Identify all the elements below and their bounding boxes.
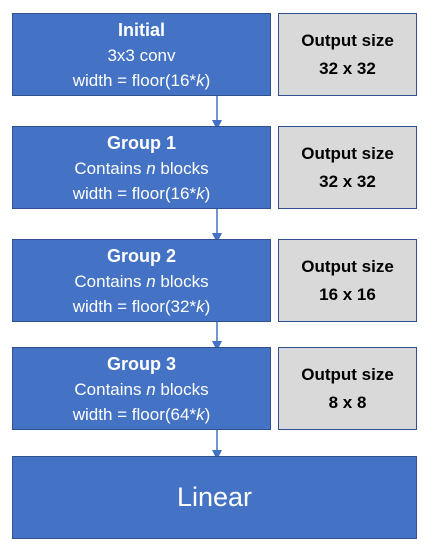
output-size-label: Output size (301, 256, 394, 276)
stage-title: Initial (117, 19, 165, 40)
output-size-value: 8 x 8 (328, 392, 367, 412)
output-size-box-group2: Output size 16 x 16 (278, 239, 417, 322)
output-size-box-group1: Output size 32 x 32 (278, 126, 417, 209)
stage-block-count: Contains n blocks (74, 379, 209, 399)
stage-width: width = floor(32*k) (72, 296, 211, 316)
output-size-label: Output size (301, 143, 394, 163)
linear-label: Linear (176, 482, 253, 512)
output-size-box-initial: Output size 32 x 32 (278, 13, 417, 96)
stage-block-count: Contains n blocks (74, 271, 209, 291)
stage-initial-box: Initial 3x3 conv width = floor(16*k) (12, 13, 271, 96)
stage-title: Group 2 (106, 245, 176, 266)
stage-width: width = floor(16*k) (72, 70, 211, 90)
linear-layer-box: Linear (12, 456, 417, 539)
output-size-value: 16 x 16 (319, 284, 376, 304)
output-size-label: Output size (301, 30, 394, 50)
output-size-value: 32 x 32 (319, 58, 376, 78)
stage-width: width = floor(16*k) (72, 183, 211, 203)
stage-group1-box: Group 1 Contains n blocks width = floor(… (12, 126, 271, 209)
stage-width: width = floor(64*k) (72, 404, 211, 424)
stage-block-count: Contains n blocks (74, 158, 209, 178)
stage-operation: 3x3 conv (107, 45, 176, 65)
output-size-box-group3: Output size 8 x 8 (278, 347, 417, 430)
stage-group3-box: Group 3 Contains n blocks width = floor(… (12, 347, 271, 430)
output-size-label: Output size (301, 364, 394, 384)
stage-group2-box: Group 2 Contains n blocks width = floor(… (12, 239, 271, 322)
stage-title: Group 1 (106, 132, 176, 153)
output-size-value: 32 x 32 (319, 171, 376, 191)
stage-title: Group 3 (106, 353, 176, 374)
